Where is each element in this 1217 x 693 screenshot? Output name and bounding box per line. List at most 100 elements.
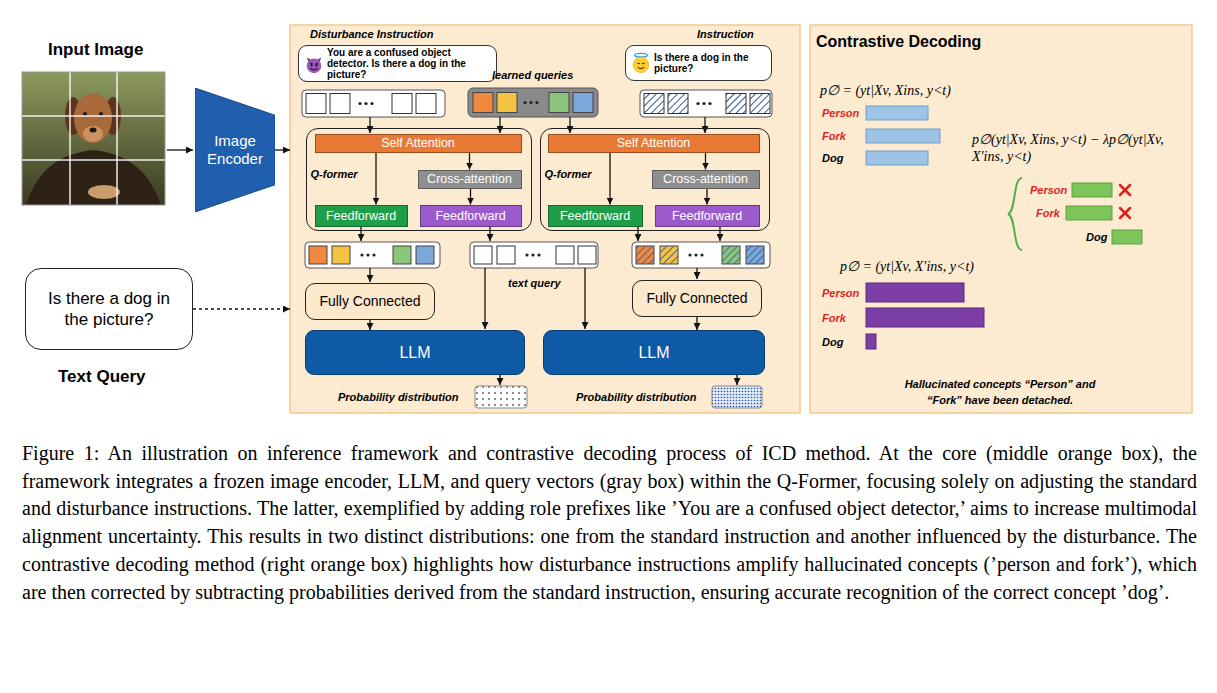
token-row-frame	[470, 242, 598, 268]
flow-arrow	[499, 117, 500, 133]
token	[306, 94, 326, 114]
node-text: Cross-attention	[427, 172, 512, 186]
prob-bar	[1072, 183, 1112, 197]
heading-text: Q-former	[311, 168, 358, 181]
emoji-part	[310, 68, 317, 70]
image-dog-head	[74, 93, 112, 143]
flow-arrow	[736, 375, 737, 385]
ellipsis-dot	[529, 101, 532, 104]
connector-arrow	[193, 308, 290, 309]
output-token-row	[305, 242, 440, 268]
connector-arrow	[696, 317, 697, 330]
connector-arrow	[469, 153, 470, 170]
flow-arrow	[499, 375, 500, 385]
flow-arrow	[569, 117, 570, 133]
node-text: Feedforward	[672, 209, 742, 223]
token	[416, 94, 436, 114]
label-text: Fork	[822, 129, 846, 143]
flow-arrow	[637, 227, 638, 241]
flow-arrow	[489, 227, 490, 241]
label-text: Dog	[822, 335, 843, 349]
speech-bubble: You are a confused object detector. Is t…	[298, 45, 497, 82]
label-text: Text Query	[58, 366, 146, 387]
label-text: Input Image	[48, 39, 143, 60]
token-row-frame	[632, 242, 770, 268]
ellipsis-dot	[523, 101, 526, 104]
ellipsis-dot	[694, 253, 697, 256]
ellipsis-dot	[700, 253, 703, 256]
brace	[1008, 178, 1022, 250]
image-grid-line	[69, 72, 71, 205]
emoji-part	[307, 58, 322, 73]
cross-mark	[1120, 185, 1130, 195]
heading-text: Instruction	[697, 28, 754, 41]
label-text: p∅ = (yt|Xv, X′ins, y<t)	[840, 258, 974, 275]
token	[746, 246, 764, 264]
flow-arrow	[704, 117, 705, 133]
connector-arrow	[706, 189, 707, 205]
token-row	[302, 90, 445, 117]
node-text: Feedforward	[560, 209, 630, 223]
ellipsis-dot	[370, 102, 373, 105]
image-hands	[88, 185, 120, 199]
connector-arrow	[369, 320, 370, 330]
image-dress	[26, 150, 161, 205]
connector-arrow	[705, 153, 706, 170]
label-text: p∅(yt|Xv, Xins, y<t) − λp∅(yt|Xv, X′ins,…	[972, 131, 1172, 165]
node-text: LLM	[399, 343, 430, 362]
node-text: Feedforward	[326, 209, 396, 223]
node-text: Feedforward	[435, 209, 505, 223]
connector-arrow	[275, 149, 290, 150]
label-text: text query	[508, 277, 561, 290]
emoji-icon	[303, 53, 325, 75]
emoji-part	[642, 63, 645, 65]
image-nose	[90, 128, 97, 133]
emoji-part	[633, 57, 649, 73]
ellipsis-dot	[372, 253, 375, 256]
connector-arrow	[609, 153, 610, 205]
label-text: Fork	[1036, 206, 1060, 220]
ellipsis-dot	[358, 102, 361, 105]
token	[393, 246, 411, 264]
token	[497, 246, 515, 264]
token-row-frame	[302, 90, 445, 117]
emoji-part	[315, 62, 318, 63]
label-text: Dog	[822, 151, 843, 165]
heading-text: Contrastive Decoding	[816, 32, 981, 51]
token	[726, 94, 746, 114]
token	[392, 94, 412, 114]
prob-bar	[1112, 230, 1142, 244]
flow-arrow	[719, 227, 720, 241]
node-text: Self Attention	[617, 136, 691, 150]
prob-bar	[866, 283, 964, 302]
ellipsis-dot	[364, 102, 367, 105]
image-grid-line	[22, 115, 165, 117]
emoji-part	[310, 62, 313, 63]
feedforward-box: Feedforward	[420, 205, 522, 227]
token	[722, 246, 740, 264]
token	[416, 246, 434, 264]
label-text: p∅ = (yt|Xv, Xins, y<t)	[820, 82, 951, 99]
token-hatch	[660, 246, 678, 264]
label-text: Fork	[822, 311, 846, 325]
node-text: Is there a dog in the picture?	[36, 288, 182, 330]
ellipsis-dot	[696, 102, 699, 105]
image-snout	[83, 126, 103, 142]
token-hatch	[722, 246, 740, 264]
prob-bar	[866, 334, 876, 349]
emoji-part	[638, 67, 644, 69]
emoji-part	[311, 63, 313, 66]
flow-arrow	[369, 268, 370, 282]
attention-bar: Self Attention	[315, 134, 522, 153]
prob-bar	[1066, 206, 1112, 220]
label-text: Person	[822, 106, 859, 120]
label-text: Dog	[1086, 230, 1107, 244]
token	[660, 246, 678, 264]
emoji-part	[315, 63, 317, 66]
trapezoid-fill	[195, 88, 275, 212]
attention-bar: Self Attention	[548, 134, 760, 153]
feedforward-box: Feedforward	[655, 205, 760, 227]
emoji-part	[637, 63, 640, 65]
node-text: You are a confused object detector. Is t…	[327, 47, 492, 80]
token	[309, 246, 327, 264]
